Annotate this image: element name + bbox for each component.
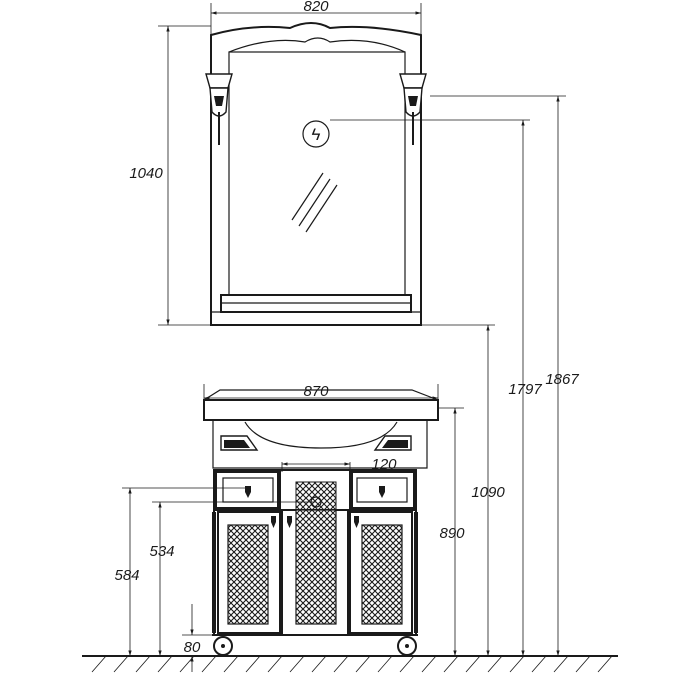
dimension-mirror-width: 820 [210,0,422,35]
dimension-drawer-offset: 120 [281,456,397,473]
dimension-cabinet-width: 870 [203,383,439,400]
drawer-right [351,471,415,509]
dimension-floor-to-mirror-top: 1867 [430,95,579,656]
floor-hatch-line [355,655,371,673]
dimension-label: 870 [303,383,329,400]
electrical-outlet-icon: ϟ [302,120,330,148]
floor-line [82,655,618,673]
floor-hatch-line [443,655,459,673]
dimension-label: 820 [303,0,329,15]
dimension-label: 1797 [508,381,542,398]
floor-hatch-line [399,655,415,673]
floor-hatch-line [575,655,591,673]
dimension-label: 534 [149,543,174,560]
dimension-label: 1867 [545,371,579,388]
floor-hatch-line [157,655,173,673]
center-panel [281,509,349,636]
dimension-label: 1040 [129,165,163,182]
drawer-handle-icon [379,486,385,498]
dimension-label: 584 [114,567,139,584]
dimension-label: 890 [439,525,465,542]
floor-hatch-line [377,655,393,673]
floor-hatch-line [311,655,327,673]
dimension-floor-to-outlet: 1797 [330,119,542,656]
mirror: ϟ [205,22,427,326]
floor-hatch-line [267,655,283,673]
dimension-label: 1090 [471,484,505,501]
svg-text:ϟ: ϟ [312,125,321,144]
floor-hatch-line [113,655,129,673]
floor-hatch-line [333,655,349,673]
floor-hatch-line [223,655,239,673]
floor-hatch-line [421,655,437,673]
dimension-leg-height: 80 [182,604,212,672]
caster-wheel-icon [397,636,417,656]
floor-hatch-line [597,655,613,673]
dimension-drawer-top-height: 584 [114,487,248,656]
dimension-mirror-height: 1040 [129,25,211,326]
caster-wheel-icon [213,636,233,656]
drawer-handle-icon [245,486,251,498]
floor-hatch-line [91,655,107,673]
floor-hatch-line [245,655,261,673]
floor-hatch-line [531,655,547,673]
dimension-label: 120 [371,456,397,473]
dimension-label: 80 [184,639,201,656]
drawer-left [215,471,279,509]
dimension-floor-to-mirror-bottom: 1090 [421,324,505,656]
floor-hatch-line [201,655,217,673]
floor-hatch-line [553,655,569,673]
vanity-cabinet [203,389,439,656]
dimension-outlet-height: 534 [149,496,322,656]
glass-reflection-lines [291,172,338,233]
dimension-floor-to-sink: 890 [438,407,465,656]
floor-hatch-line [509,655,525,673]
lamp-icon [399,73,427,145]
floor-hatch-line [487,655,503,673]
door-right [349,511,413,634]
floor-hatch-line [465,655,481,673]
floor-hatch-line [135,655,151,673]
lamp-icon [205,73,233,145]
door-left [217,511,281,634]
floor-hatch-line [289,655,305,673]
